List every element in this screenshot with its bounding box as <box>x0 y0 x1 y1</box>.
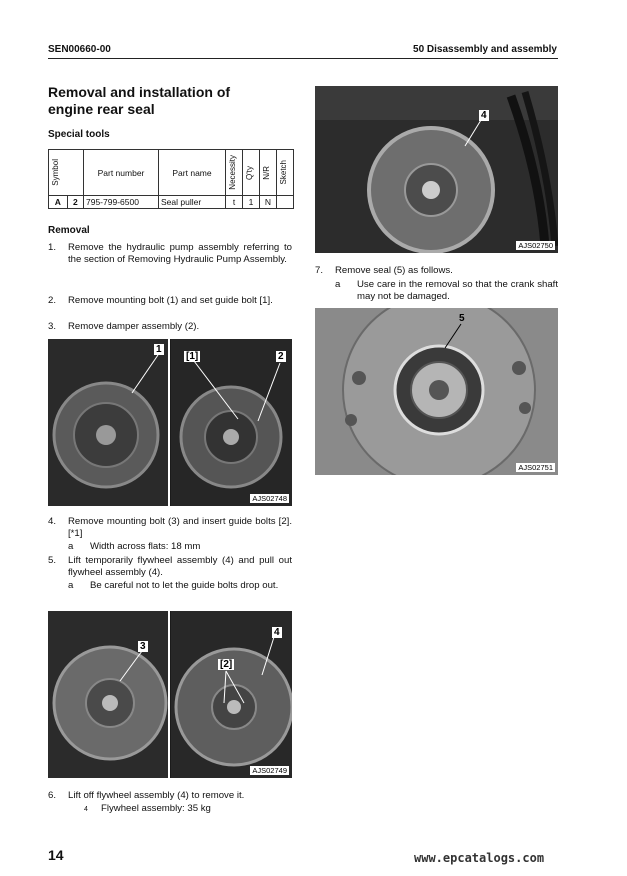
sub-text: Width across flats: 18 mm <box>90 541 201 552</box>
step-text: Lift temporarily flywheel assembly (4) a… <box>68 555 292 578</box>
figure-flywheel-top: 4 AJS02750 <box>315 86 558 253</box>
section-title: 50 Disassembly and assembly <box>413 44 557 55</box>
col-nr: N/R <box>262 165 271 180</box>
step-text: Remove mounting bolt (3) and insert guid… <box>68 516 292 539</box>
step-number: 6. <box>48 790 57 801</box>
figure-tag: AJS02751 <box>516 463 555 472</box>
callout-4: 4 <box>479 110 489 121</box>
special-tools-heading: Special tools <box>48 129 110 140</box>
step-1: 1. Remove the hydraulic pump assembly re… <box>48 242 292 278</box>
cell-sketch <box>276 195 294 209</box>
figure-seal: 5 AJS02751 <box>315 308 558 475</box>
figure-tag: AJS02748 <box>250 494 289 503</box>
callout-2: 2 <box>276 351 286 362</box>
step-text: Remove seal (5) as follows. <box>335 265 453 276</box>
figure-damper-removal: 1 [1] 2 AJS02748 <box>48 339 292 506</box>
cell-sub: 2 <box>66 195 85 209</box>
cell-part-name: Seal puller <box>158 195 226 209</box>
flywheel-photo-pair <box>48 339 292 506</box>
sub-mark: a <box>335 279 341 290</box>
step-text: Remove mounting bolt (1) and set guide b… <box>68 295 273 306</box>
callout-3: 3 <box>138 641 148 652</box>
step-text: Remove damper assembly (2). <box>68 321 200 332</box>
step-text: Lift off flywheel assembly (4) to remove… <box>68 790 245 801</box>
col-qty: Q'ty <box>245 165 254 180</box>
col-necessity: Necessity <box>228 155 237 190</box>
callout-4: 4 <box>272 627 282 638</box>
step-3: 3. Remove damper assembly (2). <box>48 321 292 333</box>
figure-tag: AJS02749 <box>250 766 289 775</box>
step-number: 3. <box>48 321 57 332</box>
sub-mark: a <box>68 541 74 552</box>
step-2: 2. Remove mounting bolt (1) and set guid… <box>48 295 292 319</box>
cell-part-number: 795-799-6500 <box>83 195 159 209</box>
sub-text: Flywheel assembly: 35 kg <box>101 803 211 814</box>
step-5: 5. Lift temporarily flywheel assembly (4… <box>48 555 292 607</box>
doc-id: SEN00660-00 <box>48 44 111 55</box>
removal-heading: Removal <box>48 225 90 236</box>
cell-symbol: A <box>48 195 68 209</box>
flywheel-photo <box>315 86 558 253</box>
step-number: 7. <box>315 265 324 276</box>
step-number: 2. <box>48 295 57 306</box>
cell-qty: 1 <box>242 195 260 209</box>
step-7: 7. Remove seal (5) as follows. a Use car… <box>315 265 558 305</box>
cell-necessity: t <box>225 195 243 209</box>
callout-guide-bolt-1: [1] <box>184 351 201 362</box>
watermark: www.epcatalogs.com <box>414 851 545 865</box>
col-part-name: Part name <box>158 149 226 196</box>
page-number: 14 <box>48 847 64 863</box>
col-sketch: Sketch <box>279 160 288 185</box>
sub-text: Use care in the removal so that the cran… <box>357 279 558 302</box>
header-rule <box>48 58 558 59</box>
cell-nr: N <box>259 195 277 209</box>
figure-tag: AJS02750 <box>516 241 555 250</box>
col-part-number: Part number <box>83 149 159 196</box>
callout-5: 5 <box>459 313 465 324</box>
sub-mark: a <box>68 580 74 591</box>
flywheel-photo-pair <box>48 611 292 778</box>
special-tools-table: Symbol Part number Part name Necessity Q… <box>48 149 294 209</box>
table-row: A 2 795-799-6500 Seal puller t 1 N <box>48 195 294 209</box>
figure-flywheel-removal: 3 [2] 4 AJS02749 <box>48 611 292 778</box>
callout-guide-bolt-2: [2] <box>218 659 235 670</box>
step-number: 4. <box>48 516 57 527</box>
seal-photo <box>315 308 558 475</box>
page-title: Removal and installation of engine rear … <box>48 84 231 117</box>
callout-1: 1 <box>154 344 164 355</box>
step-number: 5. <box>48 555 57 566</box>
step-number: 1. <box>48 242 57 253</box>
col-symbol: Symbol <box>51 159 60 186</box>
sub-text: Be careful not to let the guide bolts dr… <box>90 580 279 591</box>
step-6: 6. Lift off flywheel assembly (4) to rem… <box>48 790 292 818</box>
step-text: Remove the hydraulic pump assembly refer… <box>68 242 292 265</box>
weight-mark: 4 <box>84 806 88 813</box>
step-4: 4. Remove mounting bolt (3) and insert g… <box>48 516 292 552</box>
